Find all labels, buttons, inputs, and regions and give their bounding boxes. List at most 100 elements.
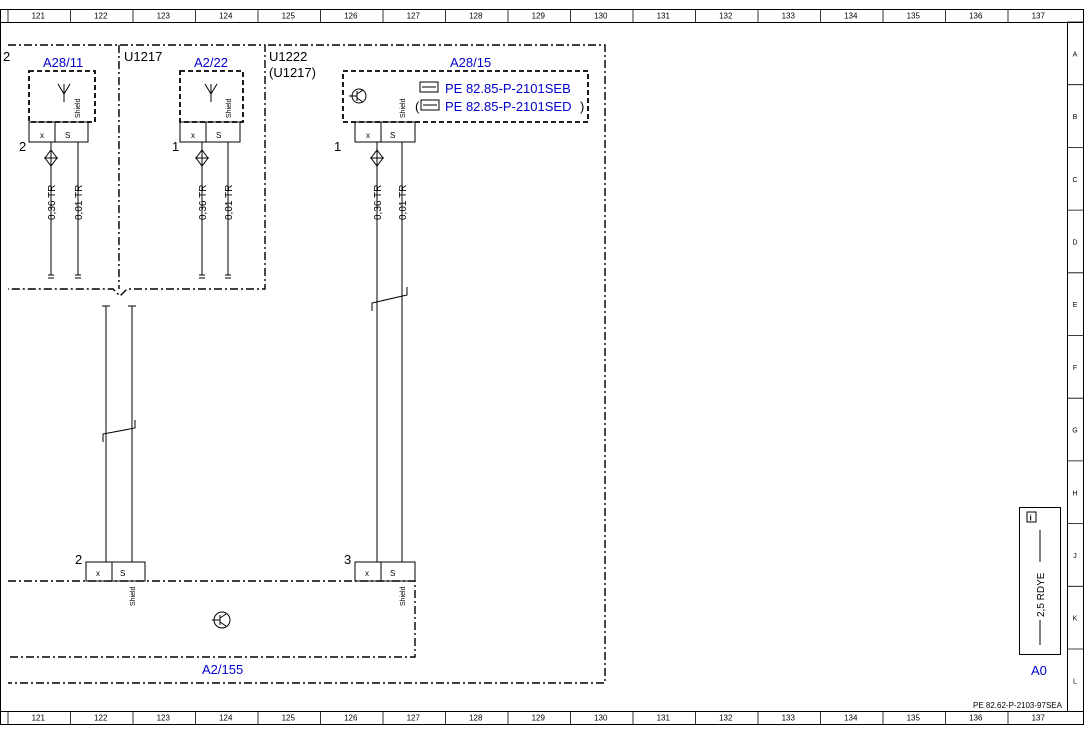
svg-text:0,01 TR: 0,01 TR xyxy=(224,185,235,220)
svg-text:3: 3 xyxy=(344,552,351,567)
row-letter: J xyxy=(1073,553,1077,560)
wire-tails xyxy=(48,274,231,279)
column-number: 126 xyxy=(344,714,358,723)
svg-text:x: x xyxy=(96,569,100,578)
u1222-label: U1222 xyxy=(269,49,307,64)
column-number: 124 xyxy=(219,12,233,21)
a0-box xyxy=(1019,507,1061,655)
svg-text:Shield: Shield xyxy=(75,98,82,118)
u1217-boundary xyxy=(8,44,266,297)
a0-label: A0 xyxy=(1031,663,1047,678)
column-number: 121 xyxy=(32,12,46,21)
svg-text:i: i xyxy=(1030,514,1032,523)
info-icon: i xyxy=(1026,511,1037,523)
row-letter: D xyxy=(1072,239,1077,246)
transistor-icon xyxy=(212,611,231,629)
transistor-icon xyxy=(349,88,367,104)
a0-wire: 2,5 RDYE xyxy=(1036,572,1047,617)
column-number: 134 xyxy=(844,12,858,21)
svg-text:S: S xyxy=(390,569,395,578)
a28-11-box xyxy=(28,70,96,123)
column-number: 135 xyxy=(907,12,921,21)
svg-text:0,01 TR: 0,01 TR xyxy=(398,185,409,220)
svg-text:0,36 TR: 0,36 TR xyxy=(47,185,58,220)
svg-text:0,36 TR: 0,36 TR xyxy=(198,185,209,220)
column-number: 132 xyxy=(719,714,733,723)
svg-text:S: S xyxy=(390,131,395,140)
u1222-sublabel: (U1217) xyxy=(269,65,316,80)
column-number: 134 xyxy=(844,714,858,723)
column-number: 123 xyxy=(157,12,171,21)
svg-text:2: 2 xyxy=(75,552,82,567)
svg-text:x: x xyxy=(365,569,369,578)
column-number: 127 xyxy=(407,12,421,21)
column-number: 133 xyxy=(782,714,796,723)
column-number: 124 xyxy=(219,714,233,723)
column-number: 125 xyxy=(282,714,296,723)
row-letter: L xyxy=(1073,678,1077,685)
column-number: 121 xyxy=(32,714,46,723)
column-number: 136 xyxy=(969,714,983,723)
a28-15-label: A28/15 xyxy=(450,55,491,70)
row-letter: H xyxy=(1072,490,1077,497)
column-number: 131 xyxy=(657,12,671,21)
svg-text:Shield: Shield xyxy=(400,586,407,606)
column-number: 131 xyxy=(657,714,671,723)
u1217-label: U1217 xyxy=(124,49,162,64)
row-letter: A xyxy=(1073,51,1078,58)
svg-text:S: S xyxy=(65,131,70,140)
svg-text:0,36 TR: 0,36 TR xyxy=(373,185,384,220)
splice-icon xyxy=(195,149,209,167)
reference-hand-icon xyxy=(419,81,439,93)
svg-text:2: 2 xyxy=(19,139,26,154)
u1222-boundary xyxy=(8,44,606,684)
svg-text:): ) xyxy=(580,99,584,114)
svg-text:Shield: Shield xyxy=(400,98,407,118)
reference-hand-icon xyxy=(420,99,440,111)
column-number: 130 xyxy=(594,714,608,723)
row-letter: G xyxy=(1072,428,1077,435)
row-letter: F xyxy=(1073,365,1077,372)
column-number: 129 xyxy=(532,714,546,723)
svg-text:1: 1 xyxy=(172,139,179,154)
column-number: 133 xyxy=(782,12,796,21)
row-letter: K xyxy=(1073,616,1078,623)
splice-icon xyxy=(370,149,384,167)
a28-15-box xyxy=(342,70,589,123)
column-number: 123 xyxy=(157,714,171,723)
a28-15-ref2[interactable]: PE 82.85-P-2101SED xyxy=(445,99,571,114)
a2-155-label: A2/155 xyxy=(202,662,243,677)
column-number: 136 xyxy=(969,12,983,21)
svg-text:0,01 TR: 0,01 TR xyxy=(74,185,85,220)
svg-text:S: S xyxy=(216,131,221,140)
svg-text:x: x xyxy=(191,131,195,140)
row-letter: B xyxy=(1073,114,1078,121)
a28-15-ref1[interactable]: PE 82.85-P-2101SEB xyxy=(445,81,571,96)
column-number: 122 xyxy=(94,714,108,723)
antenna-icon xyxy=(204,83,218,102)
column-number: 122 xyxy=(94,12,108,21)
column-number: 135 xyxy=(907,714,921,723)
svg-text:x: x xyxy=(40,131,44,140)
svg-text:x: x xyxy=(366,131,370,140)
svg-text:(: ( xyxy=(415,99,420,114)
column-number: 127 xyxy=(407,714,421,723)
a2-155-boundary xyxy=(8,580,416,658)
column-number: 137 xyxy=(1032,12,1046,21)
row-letter: E xyxy=(1073,302,1078,309)
column-number: 128 xyxy=(469,714,483,723)
svg-text:Shield: Shield xyxy=(130,586,137,606)
document-reference: PE 82.62-P-2103-97SEA xyxy=(973,701,1063,710)
a2-22-label: A2/22 xyxy=(194,55,228,70)
column-number: 132 xyxy=(719,12,733,21)
column-number: 137 xyxy=(1032,714,1046,723)
svg-text:1: 1 xyxy=(334,139,341,154)
antenna-icon xyxy=(57,83,71,102)
svg-text:Shield: Shield xyxy=(226,98,233,118)
bottom-column-ruler: 121 122 123 124 125 126 127 128 129 130 131 132 133 1… xyxy=(7,711,1046,724)
column-number: 130 xyxy=(594,12,608,21)
column-number: 128 xyxy=(469,12,483,21)
column-number: 125 xyxy=(282,12,296,21)
